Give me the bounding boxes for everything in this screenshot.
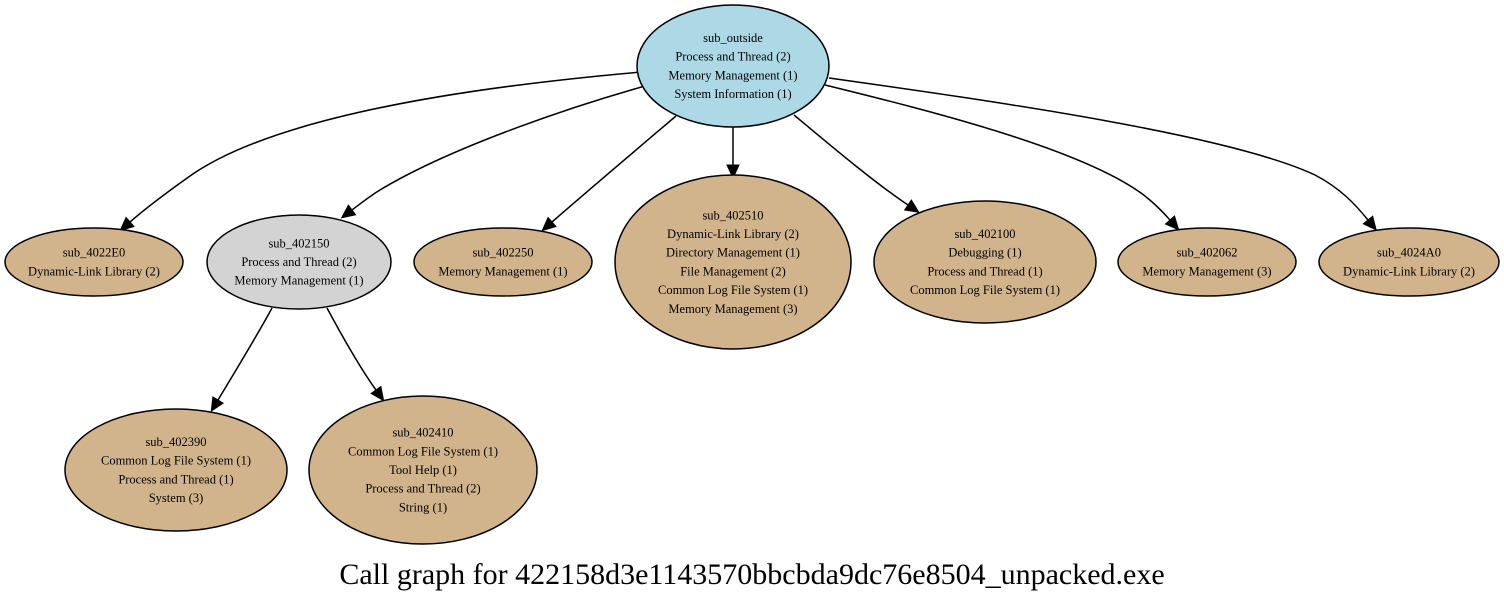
arrowhead (119, 216, 135, 232)
node-api-category: Common Log File System (1) (658, 283, 808, 297)
node-name: sub_402410 (392, 426, 453, 440)
edge-sub_outside-to-sub_402062 (824, 84, 1180, 231)
node-name: sub_402100 (954, 227, 1015, 241)
node-api-category: Common Log File System (1) (910, 283, 1060, 297)
node-ellipse (308, 395, 538, 545)
node-api-category: Memory Management (1) (234, 274, 363, 288)
node-api-category: System (3) (149, 491, 204, 505)
node-name: sub_4024A0 (1377, 246, 1441, 260)
arrowhead (726, 164, 740, 180)
arrowhead (541, 216, 557, 232)
edge-sub_outside-to-sub_4022E0 (119, 71, 642, 232)
node-api-category: Memory Management (3) (1142, 264, 1271, 278)
graph-title: Call graph for 422158d3e1143570bbcbda9dc… (339, 558, 1164, 591)
node-api-category: Process and Thread (2) (675, 50, 790, 64)
edge-sub_outside-to-sub_402100 (793, 114, 920, 213)
edge-line (551, 115, 677, 223)
node-api-category: Tool Help (1) (389, 463, 457, 477)
edges-layer (119, 71, 1377, 413)
node-api-category: Common Log File System (1) (348, 444, 498, 458)
edge-sub_outside-to-sub_4024A0 (828, 77, 1377, 231)
edge-line (326, 307, 377, 391)
node-api-category: Process and Thread (1) (927, 264, 1042, 278)
node-name: sub_402510 (702, 208, 763, 222)
edge-sub_outside-to-sub_402510 (726, 127, 740, 180)
node-api-category: Memory Management (1) (438, 264, 567, 278)
node-name: sub_402250 (472, 246, 533, 260)
edge-line (217, 307, 273, 401)
node-name: sub_402062 (1176, 246, 1237, 260)
node-name: sub_402150 (268, 236, 329, 250)
node-api-category: Debugging (1) (948, 246, 1021, 260)
edge-line (824, 84, 1171, 221)
node-ellipse (1318, 227, 1500, 297)
node-ellipse (1117, 227, 1297, 297)
node-api-category: Common Log File System (1) (101, 454, 251, 468)
arrowhead (903, 199, 920, 213)
edge-sub_402150-to-sub_402410 (326, 307, 385, 402)
node-api-category: Process and Thread (2) (241, 255, 356, 269)
edge-sub_outside-to-sub_402250 (541, 115, 677, 232)
node-ellipse (636, 4, 830, 128)
arrowhead (1362, 215, 1377, 231)
node-ellipse (64, 408, 288, 532)
arrowhead (340, 204, 357, 219)
node-api-category: Dynamic-Link Library (2) (1343, 264, 1475, 278)
node-api-category: Memory Management (3) (668, 302, 797, 316)
edge-line (793, 114, 909, 206)
node-api-category: Process and Thread (1) (118, 472, 233, 486)
node-ellipse (413, 227, 593, 297)
node-name: sub_outside (703, 31, 763, 45)
node-api-category: Directory Management (1) (666, 246, 800, 260)
edge-line (351, 85, 646, 211)
edge-sub_outside-to-sub_402150 (340, 85, 646, 219)
node-name: sub_4022E0 (63, 246, 126, 260)
node-name: sub_402390 (145, 435, 206, 449)
node-api-category: Process and Thread (2) (365, 482, 480, 496)
node-api-category: File Management (2) (680, 264, 786, 278)
node-ellipse (873, 200, 1097, 324)
node-ellipse (206, 214, 392, 310)
node-api-category: System Information (1) (674, 87, 791, 101)
edge-line (129, 71, 642, 223)
node-ellipse (614, 174, 852, 350)
node-api-category: Dynamic-Link Library (2) (28, 264, 160, 278)
arrowhead (370, 385, 385, 402)
node-api-category: Dynamic-Link Library (2) (667, 227, 799, 241)
edge-sub_402150-to-sub_402390 (210, 307, 273, 413)
arrowhead (210, 396, 225, 413)
node-ellipse (4, 227, 184, 297)
node-api-category: Memory Management (1) (668, 68, 797, 82)
edge-line (828, 77, 1369, 221)
arrowhead (1164, 215, 1180, 231)
node-api-category: String (1) (399, 500, 447, 514)
